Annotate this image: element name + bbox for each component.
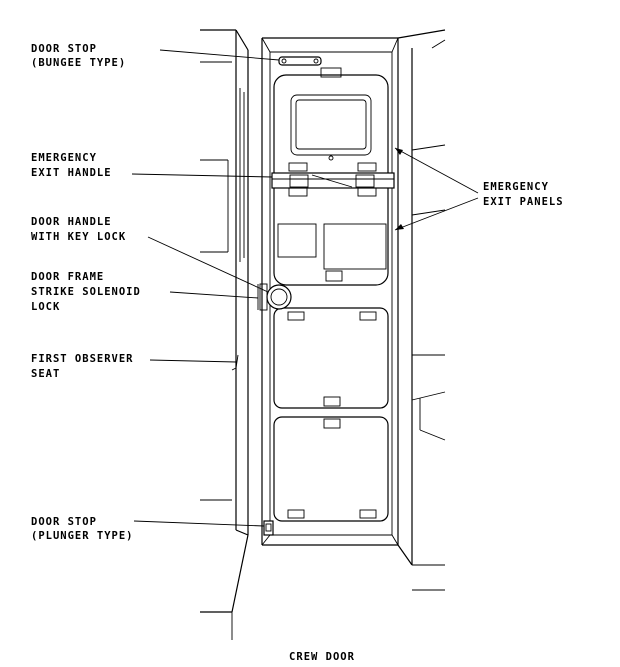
door-frame-strike-line1: DOOR FRAME [31,271,104,283]
door-handle-key-lock [257,283,292,311]
door-stop-plunger-line1: DOOR STOP [31,516,97,528]
label-door-stop-plunger: DOOR STOP (PLUNGER TYPE) [31,516,134,542]
door-handle-key-lock-line2: WITH KEY LOCK [31,231,126,243]
door-stop-bungee-line1: DOOR STOP [31,43,97,55]
middle-lower-panel [273,307,389,409]
label-door-frame-strike: DOOR FRAME STRIKE SOLENOID LOCK [31,271,141,313]
emergency-exit-handle [271,172,395,189]
door-window-frame [290,94,372,156]
first-observer-seat-mark [231,354,239,371]
emergency-exit-handle-line1: EMERGENCY [31,152,97,164]
door-stop-plunger-line2: (PLUNGER TYPE) [31,530,134,542]
label-emergency-exit-panels: EMERGENCY EXIT PANELS [483,181,564,208]
door-window [295,99,367,150]
door-stop-plunger [263,520,274,536]
first-observer-seat-line1: FIRST OBSERVER [31,353,134,365]
door-handle-key-lock-line1: DOOR HANDLE [31,216,112,228]
bottom-lower-panel [273,416,389,522]
diagram-caption: CREW DOOR [289,651,355,663]
door-stop-bungee-line2: (BUNGEE TYPE) [31,57,126,69]
label-door-stop-bungee: DOOR STOP (BUNGEE TYPE) [31,43,126,69]
first-observer-seat-line2: SEAT [31,368,60,380]
label-door-handle-key-lock: DOOR HANDLE WITH KEY LOCK [31,216,126,243]
label-first-observer-seat: FIRST OBSERVER SEAT [31,353,134,380]
emergency-exit-panels-line2: EXIT PANELS [483,196,564,208]
leader-lines [131,49,479,527]
label-emergency-exit-handle: EMERGENCY EXIT HANDLE [31,152,112,179]
right-wall-structure [397,29,446,591]
strike-solenoid-lock [259,283,268,311]
emergency-exit-panels-line1: EMERGENCY [483,181,549,193]
door-stop-bungee [278,56,322,66]
emergency-exit-handle-line2: EXIT HANDLE [31,167,112,179]
door-frame-strike-line2: STRIKE SOLENOID [31,286,141,298]
door-frame-strike-line3: LOCK [31,301,60,313]
left-wall-structure [200,29,249,640]
